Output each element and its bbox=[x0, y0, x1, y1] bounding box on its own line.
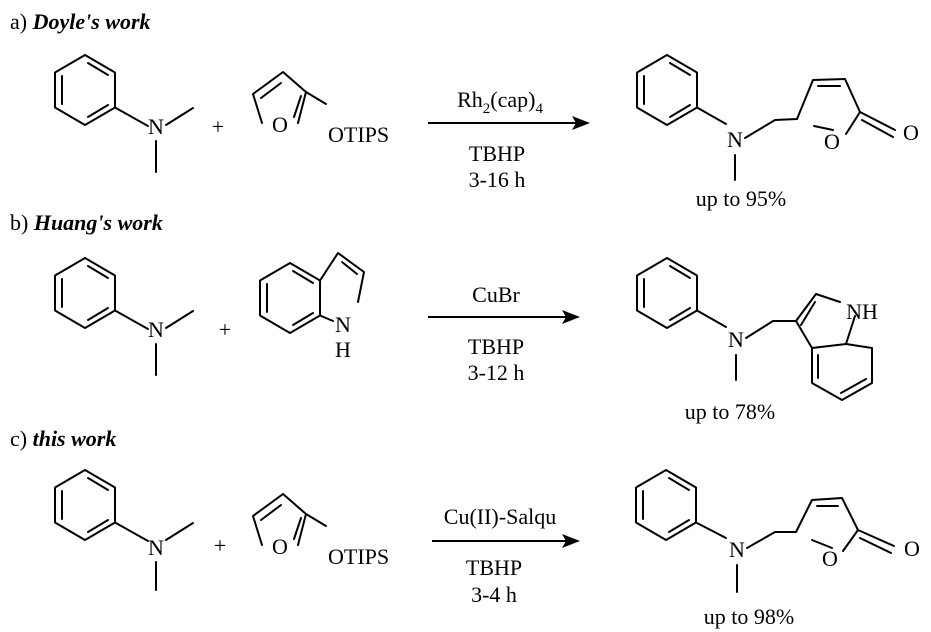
oxidant-b: TBHP bbox=[468, 334, 524, 359]
time-b: 3-12 h bbox=[468, 360, 525, 385]
otips-c: OTIPS bbox=[328, 544, 389, 569]
lactone-ring-o-c: O bbox=[822, 546, 838, 571]
furan-o-c: O bbox=[272, 534, 288, 559]
time-a: 3-16 h bbox=[469, 167, 526, 192]
amine-n-a: N bbox=[148, 114, 164, 139]
section-b-label: b) Huang's work bbox=[10, 210, 163, 235]
product-b: N NH bbox=[636, 257, 878, 401]
amine-n-c: N bbox=[148, 535, 164, 560]
indole-n-b: N bbox=[335, 312, 351, 337]
time-c: 3-4 h bbox=[471, 582, 517, 607]
oxidant-a: TBHP bbox=[469, 141, 525, 166]
silyloxyfuran-a: O OTIPS bbox=[252, 71, 389, 147]
carbonyl-o-a: O bbox=[903, 120, 919, 145]
catalyst-b: CuBr bbox=[472, 282, 520, 307]
reaction-arrow-a: Rh2(cap)4 TBHP 3-16 h bbox=[428, 87, 590, 192]
reaction-arrow-b: CuBr TBHP 3-12 h bbox=[428, 282, 580, 385]
product-a: N O O bbox=[636, 54, 919, 181]
product-n-a: N bbox=[727, 127, 743, 152]
plus-sign-b: + bbox=[219, 317, 231, 342]
section-b: b) Huang's work N + N H CuBr TBHP 3-12 bbox=[10, 210, 878, 424]
dimethylaniline-b: N bbox=[54, 257, 194, 376]
indole-nh-h-b: H bbox=[335, 337, 351, 362]
section-c: c) this work N + O OTIPS Cu(II)-Salqu TB… bbox=[10, 426, 920, 629]
amine-n-b: N bbox=[148, 317, 164, 342]
furan-o-a: O bbox=[272, 112, 288, 137]
product-c: N O O bbox=[635, 469, 920, 593]
dimethylaniline-c: N bbox=[54, 469, 194, 591]
lactone-ring-o-a: O bbox=[824, 129, 840, 154]
catalyst-c: Cu(II)-Salqu bbox=[444, 504, 556, 529]
plus-sign-c: + bbox=[214, 533, 226, 558]
yield-c: up to 98% bbox=[704, 604, 794, 629]
section-a-label: a) Doyle's work bbox=[10, 9, 151, 34]
yield-a: up to 95% bbox=[696, 186, 786, 211]
silyloxyfuran-c: O OTIPS bbox=[252, 493, 389, 569]
reaction-arrow-c: Cu(II)-Salqu TBHP 3-4 h bbox=[432, 504, 580, 607]
section-a: a) Doyle's work N + O OTIPS Rh2(cap)4 TB… bbox=[10, 9, 919, 211]
product-n-c: N bbox=[729, 537, 745, 562]
section-c-label: c) this work bbox=[10, 426, 116, 451]
indole-b: N H bbox=[259, 252, 365, 362]
yield-b: up to 78% bbox=[685, 399, 775, 424]
oxidant-c: TBHP bbox=[466, 555, 522, 580]
plus-sign-a: + bbox=[212, 114, 224, 139]
product-nh-b: NH bbox=[846, 299, 878, 324]
catalyst-a: Rh2(cap)4 bbox=[457, 87, 543, 117]
product-n-b: N bbox=[728, 327, 744, 352]
dimethylaniline-a: N bbox=[54, 54, 194, 173]
carbonyl-o-c: O bbox=[904, 536, 920, 561]
otips-a: OTIPS bbox=[328, 122, 389, 147]
